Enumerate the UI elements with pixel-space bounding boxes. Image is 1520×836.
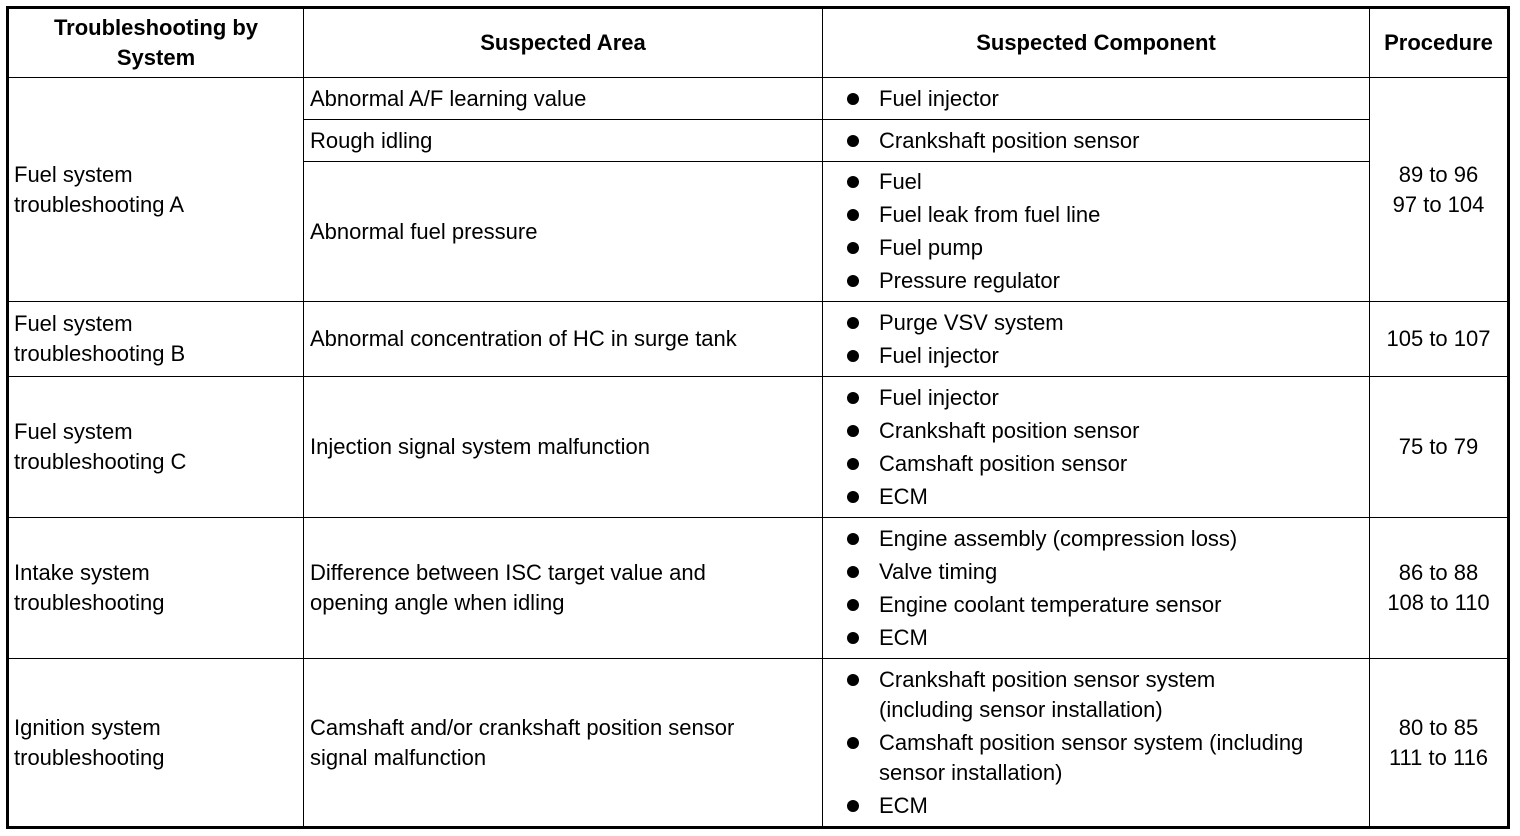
- component-cell: Fuel Fuel leak from fuel line Fuel pump …: [822, 161, 1370, 302]
- area-cell: Abnormal A/F learning value: [303, 77, 823, 120]
- table-row: Intake system troubleshooting Difference…: [7, 517, 1509, 659]
- list-item: Crankshaft position sensor: [845, 416, 1363, 446]
- list-item: Camshaft position sensor system (includi…: [845, 728, 1363, 788]
- procedure-cell: 105 to 107: [1369, 301, 1509, 377]
- list-item: Crankshaft position sensor system (inclu…: [845, 665, 1363, 725]
- component-cell: Crankshaft position sensor system (inclu…: [822, 658, 1370, 828]
- area-cell: Abnormal fuel pressure: [303, 161, 823, 302]
- list-item: Purge VSV system: [845, 308, 1363, 338]
- procedure-cell: 86 to 88 108 to 110: [1369, 517, 1509, 659]
- list-item: Engine assembly (compression loss): [845, 524, 1363, 554]
- header-row: Troubleshooting by System Suspected Area…: [7, 7, 1509, 78]
- component-cell: Fuel injector Crankshaft position sensor…: [822, 376, 1370, 518]
- area-cell: Abnormal concentration of HC in surge ta…: [303, 301, 823, 377]
- area-cell: Difference between ISC target value and …: [303, 517, 823, 659]
- header-procedure: Procedure: [1369, 7, 1509, 78]
- component-cell: Fuel injector: [822, 77, 1370, 120]
- header-system: Troubleshooting by System: [7, 7, 304, 78]
- component-cell: Crankshaft position sensor: [822, 119, 1370, 162]
- area-cell: Injection signal system malfunction: [303, 376, 823, 518]
- list-item: Fuel pump: [845, 233, 1363, 263]
- list-item: ECM: [845, 623, 1363, 653]
- troubleshooting-table: Troubleshooting by System Suspected Area…: [6, 6, 1510, 829]
- procedure-cell: 75 to 79: [1369, 376, 1509, 518]
- table-row: Fuel system troubleshooting B Abnormal c…: [7, 301, 1509, 377]
- system-cell: Fuel system troubleshooting A: [7, 77, 304, 302]
- area-cell: Rough idling: [303, 119, 823, 162]
- list-item: ECM: [845, 791, 1363, 821]
- list-item: ECM: [845, 482, 1363, 512]
- header-component: Suspected Component: [822, 7, 1370, 78]
- component-cell: Engine assembly (compression loss) Valve…: [822, 517, 1370, 659]
- list-item: Valve timing: [845, 557, 1363, 587]
- list-item: Fuel injector: [845, 383, 1363, 413]
- table-row: Fuel system troubleshooting A Abnormal A…: [7, 77, 1509, 302]
- system-cell: Fuel system troubleshooting C: [7, 376, 304, 518]
- list-item: Camshaft position sensor: [845, 449, 1363, 479]
- system-cell: Fuel system troubleshooting B: [7, 301, 304, 377]
- list-item: Fuel: [845, 167, 1363, 197]
- procedure-cell: 89 to 96 97 to 104: [1369, 77, 1509, 302]
- list-item: Pressure regulator: [845, 266, 1363, 296]
- list-item: Fuel injector: [845, 341, 1363, 371]
- procedure-cell: 80 to 85 111 to 116: [1369, 658, 1509, 828]
- table-row: Rough idling Crankshaft position sensor: [8, 119, 1509, 162]
- list-item: Fuel injector: [845, 84, 1363, 114]
- area-cell: Camshaft and/or crankshaft position sens…: [303, 658, 823, 828]
- system-cell: Intake system troubleshooting: [7, 517, 304, 659]
- component-cell: Purge VSV system Fuel injector: [822, 301, 1370, 377]
- list-item: Engine coolant temperature sensor: [845, 590, 1363, 620]
- header-area: Suspected Area: [303, 7, 823, 78]
- table-row: Ignition system troubleshooting Camshaft…: [7, 658, 1509, 828]
- system-cell: Ignition system troubleshooting: [7, 658, 304, 828]
- table-row: Fuel system troubleshooting C Injection …: [7, 376, 1509, 518]
- list-item: Crankshaft position sensor: [845, 126, 1363, 156]
- list-item: Fuel leak from fuel line: [845, 200, 1363, 230]
